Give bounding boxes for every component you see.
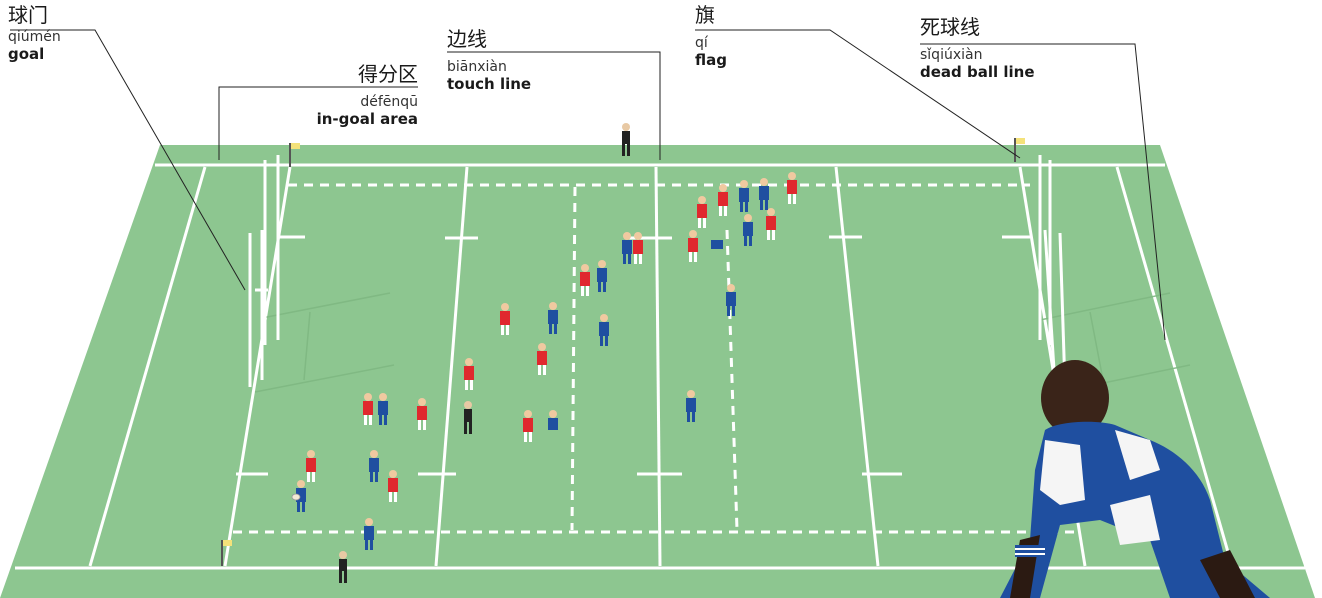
twentytwo-right xyxy=(834,166,880,567)
dead-ball-line-label-en: dead ball line xyxy=(920,63,1035,82)
goal-leader xyxy=(10,29,246,291)
in-goal-area-label-en: in-goal area xyxy=(316,110,418,129)
flag-label-en: flag xyxy=(695,51,727,70)
twentytwo-left xyxy=(434,166,469,567)
team-blue xyxy=(296,186,769,540)
goal-posts-left xyxy=(248,155,280,387)
dead-ball-line-label: 死球线 sǐqiúxiàn dead ball line xyxy=(920,16,1035,81)
referee xyxy=(339,123,630,583)
touch-line-label-pinyin: biānxiàn xyxy=(447,59,507,75)
flag-label-pinyin: qí xyxy=(695,35,708,51)
rugby-ball xyxy=(291,493,301,501)
flag-leader xyxy=(695,29,1021,159)
players xyxy=(291,123,797,583)
flag-icon xyxy=(289,143,300,167)
touch-line-label: 边线 biānxiàn touch line xyxy=(447,28,531,93)
flag-icon xyxy=(1014,138,1025,162)
goal-label-pinyin: qiúmén xyxy=(8,29,61,45)
goal-label: 球门 qiúmén goal xyxy=(8,4,61,63)
goal-label-en: goal xyxy=(8,45,45,64)
foreground-player xyxy=(1000,360,1270,598)
touch-line-label-zh: 边线 xyxy=(447,27,487,51)
goal-label-zh: 球门 xyxy=(8,3,48,27)
touch-line-label-en: touch line xyxy=(447,75,532,94)
in-goal-area-label: 得分区 défēnqū in-goal area xyxy=(300,63,418,128)
dead-ball-line-label-pinyin: sǐqiúxiàn xyxy=(920,47,983,63)
halfway-line xyxy=(654,166,662,567)
leader-lines xyxy=(10,29,1166,341)
in-goal-leader xyxy=(218,86,418,160)
dead-ball-line-label-zh: 死球线 xyxy=(920,15,980,39)
goal-posts-right xyxy=(1038,155,1067,388)
in-goal-area-label-zh: 得分区 xyxy=(358,62,418,86)
flag-label: 旗 qí flag xyxy=(695,4,727,69)
dead-ball-line-left xyxy=(88,166,207,567)
flag-label-zh: 旗 xyxy=(695,3,715,27)
dead-ball-leader xyxy=(920,43,1166,341)
touch-line-leader xyxy=(447,51,661,160)
flag-icon xyxy=(221,540,232,566)
dashed-lines xyxy=(233,183,1075,534)
team-red xyxy=(306,180,797,492)
in-goal-area-label-pinyin: défēnqū xyxy=(360,94,418,110)
dead-ball-line-right xyxy=(1115,166,1234,567)
pitch-lines xyxy=(15,163,1305,570)
corner-flags xyxy=(221,138,1025,566)
